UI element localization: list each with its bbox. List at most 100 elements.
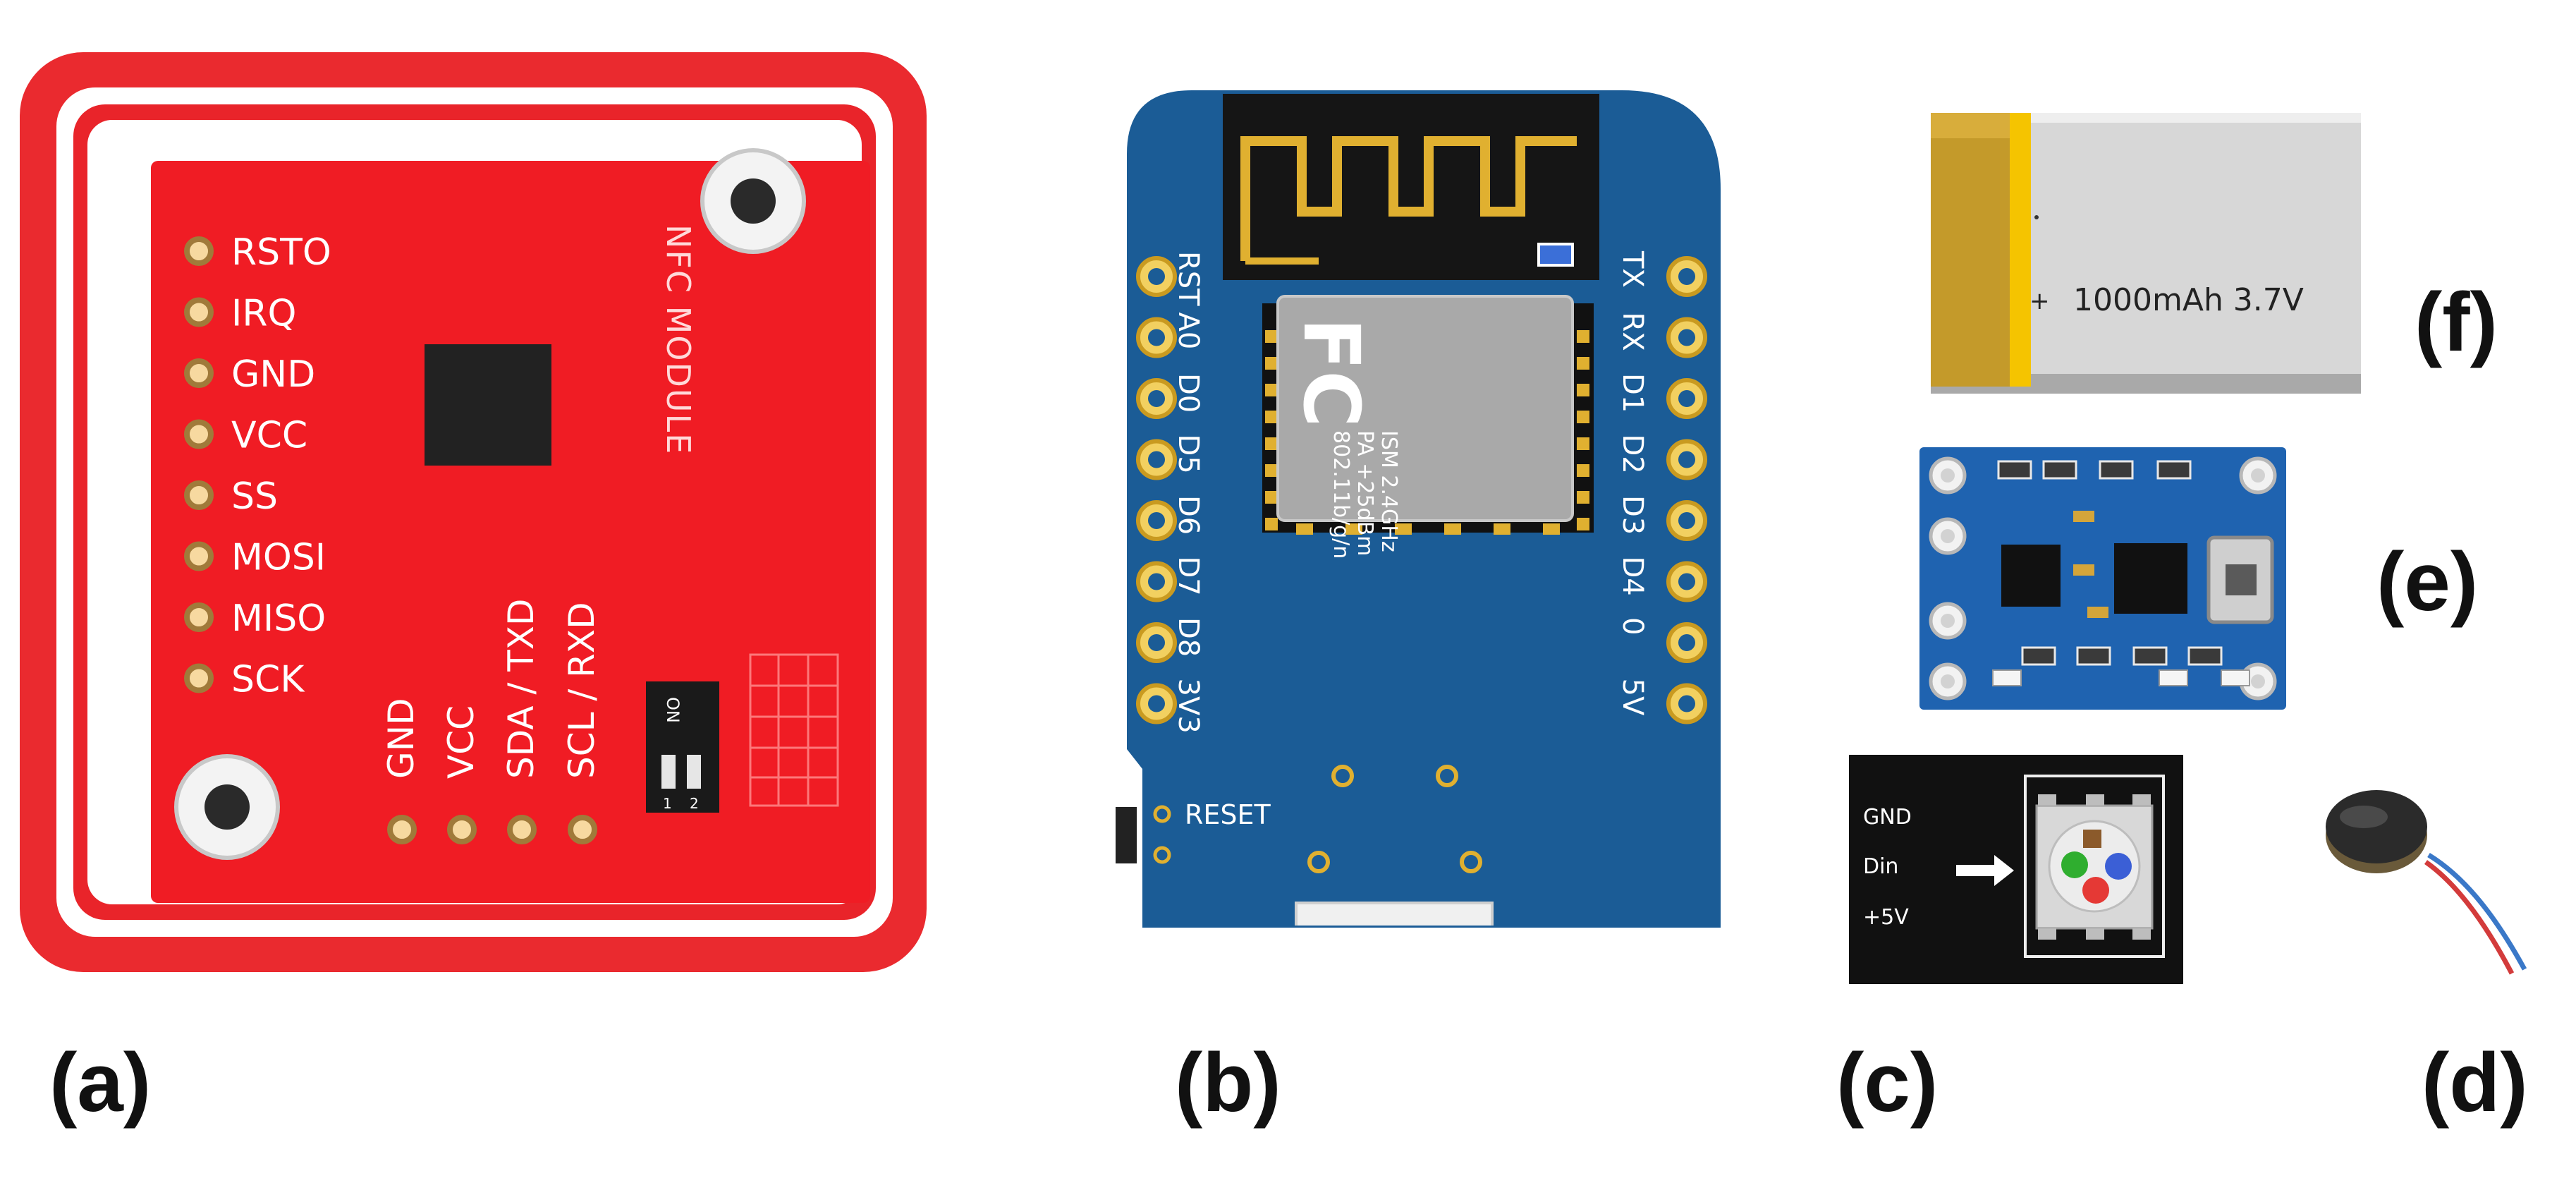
wemos-pin-hole-center xyxy=(1678,512,1695,529)
rgb-led-red-die xyxy=(2082,877,2109,904)
wemos-right-pin-label-d4: D4 xyxy=(1616,557,1649,596)
nfc-bottom-pin-label-gnd: GND xyxy=(381,698,422,779)
rgb-led-green-die xyxy=(2061,851,2088,878)
nfc-pin-label-gnd: GND xyxy=(231,353,315,396)
nfc-pin-pad xyxy=(184,419,214,449)
rgb-led-contact xyxy=(2132,928,2151,940)
wemos-shield xyxy=(1276,295,1574,522)
wemos-pin-hole-center xyxy=(1148,695,1165,712)
wemos-left-pin-label-rst: RST xyxy=(1172,251,1204,306)
battery-tab-bright xyxy=(2010,113,2031,387)
rgb-led-contact xyxy=(2086,794,2104,806)
caption-a: (a) xyxy=(49,1036,152,1129)
nfc-dip-switch: ON 1 2 xyxy=(646,653,839,813)
rgb-led-blue-die xyxy=(2105,853,2132,880)
charger-smd-led xyxy=(2159,669,2188,686)
wemos-pin-hole-center xyxy=(1678,573,1695,590)
wemos-module-pad xyxy=(1577,384,1589,396)
nfc-pin-label-miso: MISO xyxy=(231,597,326,640)
nfc-pin-pad xyxy=(184,480,214,510)
wemos-antenna-block xyxy=(1223,94,1599,280)
charger-pcb xyxy=(1919,447,2286,710)
charger-smd-component xyxy=(2132,646,2168,666)
charger-solder-pad-center xyxy=(2251,468,2265,483)
wemos-module-pad xyxy=(1577,464,1589,477)
wemos-right-pin-label-rx: RX xyxy=(1616,313,1649,351)
wemos-module-pad xyxy=(1577,411,1589,423)
nfc-title: NFC MODULE xyxy=(659,224,697,455)
wemos-pin-hole-center xyxy=(1148,329,1165,346)
rgb-led-contact xyxy=(2086,928,2104,940)
wemos-reset-pad xyxy=(1153,805,1171,823)
wemos-pin-hole-center xyxy=(1678,390,1695,407)
nfc-pin-pad xyxy=(184,663,214,693)
wemos-module-pad xyxy=(1543,523,1560,535)
nfc-pin-pad xyxy=(184,297,214,327)
nfc-mount-hole-bottom-center xyxy=(205,784,250,830)
rgb-led-lens xyxy=(2048,820,2141,913)
nfc-bottom-pin-label-sda-txd: SDA / TXD xyxy=(501,599,542,779)
wemos-module-pad xyxy=(1265,518,1278,530)
wemos-module-pad xyxy=(1577,357,1589,370)
wemos-shield-text-line-3: 802.11b/g/n xyxy=(1329,430,1353,559)
wemos-module-pad xyxy=(1395,523,1412,535)
wemos-pin-hole-center xyxy=(1148,268,1165,285)
nfc-pin-pad xyxy=(184,602,214,632)
wemos-pin-hole-center xyxy=(1678,268,1695,285)
caption-d: (d) xyxy=(2422,1036,2528,1129)
charger-ic-center xyxy=(2114,543,2187,614)
nfc-bottom-pin-pad xyxy=(568,815,597,844)
charger-smd-led xyxy=(1992,669,2022,686)
silkscreen-table-frame xyxy=(749,653,839,807)
rgb-led-label-din: Din xyxy=(1863,854,1898,879)
wemos-module-pad xyxy=(1265,464,1278,477)
battery-body-highlight xyxy=(2031,113,2361,123)
charger-solder-pad-center xyxy=(2251,674,2265,688)
wemos-usb-mount-hole xyxy=(1460,851,1482,873)
wemos-board: FC ISM 2.4GHz PA +25dBm 802.11b/g/n RSTA… xyxy=(1116,90,1721,928)
charger-ic-left xyxy=(2001,545,2061,607)
wemos-pin-hole-center xyxy=(1148,512,1165,529)
dip-switch-number-2: 2 xyxy=(690,795,699,812)
rgb-led-label-5v: +5V xyxy=(1863,905,1909,930)
nfc-pin-pad xyxy=(184,358,214,388)
wemos-usb-mount-hole xyxy=(1436,765,1458,787)
wemos-left-pin-label-d6: D6 xyxy=(1172,495,1204,535)
caption-e: (e) xyxy=(2376,535,2479,629)
nfc-pin-label-vcc: VCC xyxy=(231,415,307,457)
wemos-module-pad xyxy=(1296,523,1313,535)
charger-smd-component xyxy=(2021,646,2056,666)
wemos-module-pad xyxy=(1444,523,1461,535)
wemos-usb-mount-hole xyxy=(1331,765,1354,787)
wemos-reset-button xyxy=(1116,807,1137,863)
rgb-led-die xyxy=(2083,830,2101,848)
battery-contact-dot xyxy=(2034,215,2039,219)
wemos-left-pin-label-d0: D0 xyxy=(1172,373,1204,413)
wemos-module-pad xyxy=(1577,518,1589,530)
charger-corner-pads xyxy=(1929,456,2277,700)
battery-label: 1000mAh 3.7V xyxy=(2073,282,2304,318)
dip-switch-silkscreen-table xyxy=(749,653,839,807)
wemos-right-pin-label-d1: D1 xyxy=(1616,373,1649,413)
wemos-pin-hole-center xyxy=(1148,634,1165,651)
dip-switch-number-1: 1 xyxy=(663,795,672,812)
charger-solder-pad-center xyxy=(1941,468,1955,483)
wemos-module-pad xyxy=(1577,491,1589,504)
nfc-bottom-pin-pad xyxy=(387,815,417,844)
rgb-led-arrow xyxy=(1956,855,2014,886)
wemos-module-pad xyxy=(1494,523,1510,535)
charger-smd-component xyxy=(2156,460,2192,480)
wemos-pin-hole-center xyxy=(1148,390,1165,407)
wemos-module-pad xyxy=(1265,330,1278,343)
wemos-left-pin-label-a0: A0 xyxy=(1172,313,1204,350)
wemos-module-pad xyxy=(1265,491,1278,504)
battery: + 1000mAh 3.7V xyxy=(1931,113,2361,394)
vibration-motor xyxy=(2326,790,2527,975)
nfc-pin-pad xyxy=(184,236,214,266)
charger-smd-component xyxy=(2099,460,2134,480)
wemos-module-pad xyxy=(1265,384,1278,396)
wemos-small-component xyxy=(1537,243,1574,267)
charger-smd-component xyxy=(2187,646,2223,666)
